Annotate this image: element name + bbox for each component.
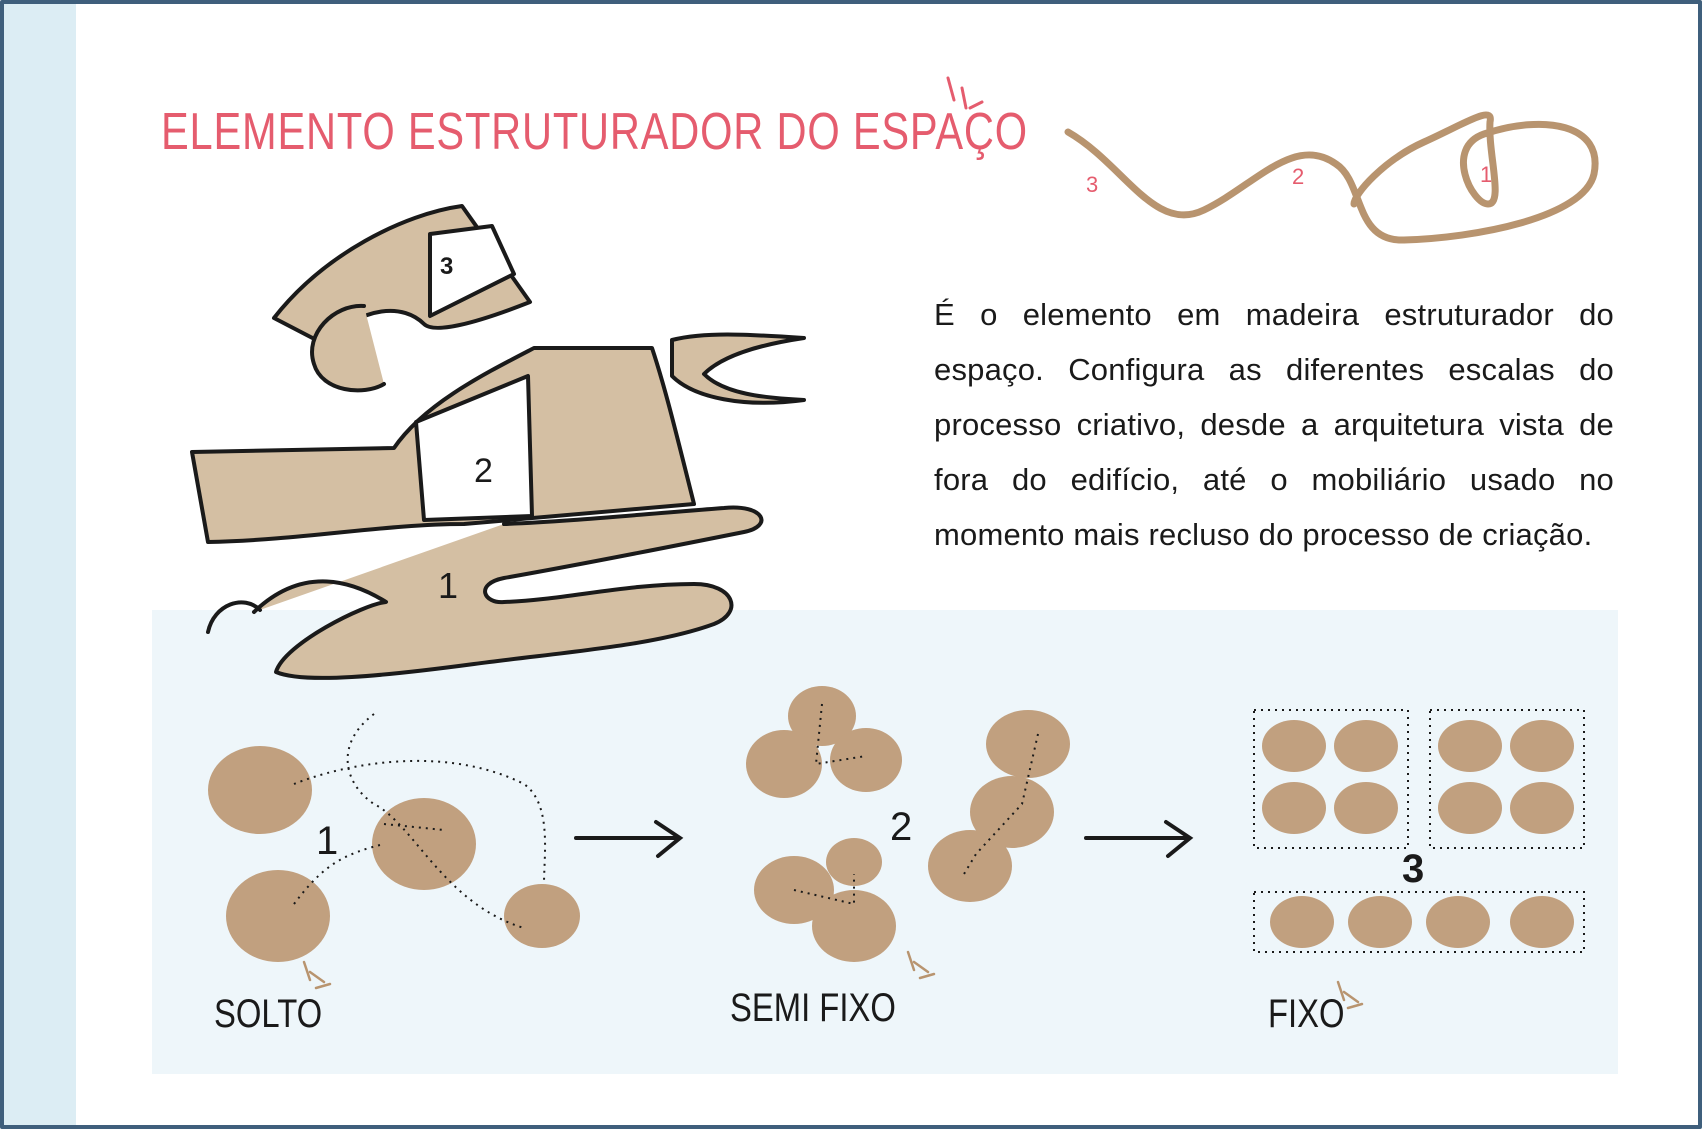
label-solto: SOLTO — [214, 992, 323, 1036]
window-main — [414, 374, 534, 522]
circle — [504, 884, 580, 948]
sketch-number-3: 3 — [440, 253, 453, 280]
curve-line — [1064, 111, 1599, 244]
label-fixo: FIXO — [1268, 992, 1345, 1036]
tick-stroke — [302, 960, 312, 982]
curve-number-right: 1 — [1480, 162, 1492, 187]
solto-dots — [293, 713, 547, 929]
fixo-boxes — [1253, 709, 1585, 953]
sketch-number-1: 1 — [438, 565, 458, 606]
fixo-number: 3 — [1402, 847, 1424, 891]
scale-curve: 3 2 1 — [1064, 111, 1599, 244]
curve-number-left: 3 — [1086, 172, 1098, 197]
side-strip — [4, 4, 76, 1125]
semi-fixo-dots — [793, 703, 1039, 906]
circle — [372, 798, 476, 890]
accent-stroke — [946, 76, 956, 102]
curve-number-middle: 2 — [1292, 164, 1304, 189]
tick-stroke — [1336, 980, 1346, 1002]
accent-stroke — [968, 100, 984, 110]
solto-number: 1 — [316, 819, 338, 863]
house-sketch: 3 2 1 — [190, 204, 806, 680]
tick-stroke — [1346, 1002, 1364, 1010]
tick-stroke — [308, 970, 326, 984]
fixo-circles — [1262, 720, 1574, 948]
window-top — [428, 224, 516, 318]
tick-stroke — [1342, 990, 1360, 1004]
label-semi-fixo: SEMI FIXO — [730, 986, 896, 1030]
right-hook — [670, 332, 806, 405]
circle — [226, 870, 330, 962]
sketch-number-2: 2 — [474, 452, 493, 490]
ribbon-start — [206, 600, 262, 634]
tick-stroke — [918, 972, 936, 980]
solto-circles — [208, 746, 580, 962]
tick-stroke — [906, 950, 916, 972]
tick-stroke — [912, 960, 930, 974]
accent-stroke — [960, 86, 968, 110]
configuration-diagram: 1 2 — [208, 686, 1585, 962]
arrow-2 — [1084, 820, 1194, 858]
arrow-1 — [574, 820, 684, 858]
tick-stroke — [314, 982, 332, 990]
circle — [208, 746, 312, 834]
description-text: É o elemento em madeira estruturador do … — [934, 297, 1614, 552]
accent-marks — [302, 76, 1364, 1010]
semi-fixo-number: 2 — [890, 805, 912, 849]
ribbon-1 — [252, 505, 764, 680]
semi-fixo-circles — [746, 686, 1070, 962]
roof-curl — [310, 303, 386, 393]
page-title: ELEMENTO ESTRUTURADOR DO ESPAÇO — [161, 103, 1028, 161]
